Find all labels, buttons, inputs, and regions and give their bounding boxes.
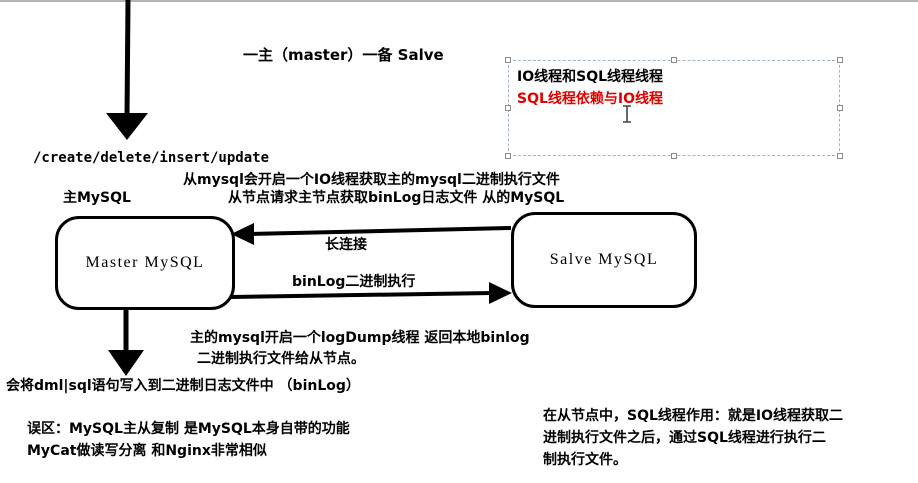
label-binlog-exec: binLog二进制执行: [292, 274, 416, 290]
selection-handle[interactable]: [837, 153, 843, 159]
selection-handle[interactable]: [837, 57, 843, 63]
arrow-master-down: [108, 306, 144, 376]
annotation-line-io-sql: IO线程和SQL线程线程: [517, 69, 664, 85]
annotation-line-sql-depends: SQL线程依赖与IO线程: [517, 91, 664, 107]
selection-handle[interactable]: [505, 57, 511, 63]
heading-master-slave: 一主（master）一备 Salve: [243, 46, 444, 64]
note-logdump-line1: 主的mysql开启一个logDump线程 返回本地binlog: [190, 330, 530, 346]
node-slave-mysql[interactable]: Salve MySQL: [511, 212, 697, 308]
note-io-thread-line2: 从节点请求主节点获取binLog日志文件 从的MySQL: [228, 190, 565, 206]
note-io-thread-line1: 从mysql会开启一个IO线程获取主的mysql二进制执行文件: [183, 172, 560, 188]
selection-handle[interactable]: [505, 153, 511, 159]
i-beam-cursor-icon: [621, 105, 633, 127]
selection-handle[interactable]: [505, 105, 511, 111]
annotation-textbox[interactable]: IO线程和SQL线程线程 SQL线程依赖与IO线程: [505, 57, 843, 159]
node-master-mysql[interactable]: Master MySQL: [55, 216, 235, 310]
note-logdump-line2: 二进制执行文件给从节点。: [197, 351, 365, 367]
top-divider: [0, 0, 918, 2]
arrow-slave-to-master: [231, 223, 512, 245]
selection-handle[interactable]: [671, 153, 677, 159]
note-sql-thread-line3: 制执行文件。: [543, 452, 627, 468]
note-sql-thread-line2: 进制执行文件之后，通过SQL线程进行执行二: [543, 430, 826, 446]
note-misconception-line2: MyCat做读写分离 和Nginx非常相似: [27, 443, 267, 459]
note-dml-binlog: 会将dml|sql语句写入到二进制日志文件中 （binLog）: [6, 378, 360, 394]
label-crud-operations: /create/delete/insert/update: [33, 150, 270, 166]
label-master-mysql-tag: 主MySQL: [63, 190, 131, 206]
node-master-label: Master MySQL: [85, 254, 205, 271]
label-long-connection: 长连接: [325, 237, 367, 253]
note-misconception-line1: 误区：MySQL主从复制 是MySQL本身自带的功能: [27, 421, 350, 437]
selection-handle[interactable]: [837, 105, 843, 111]
note-sql-thread-line1: 在从节点中，SQL线程作用：就是IO线程获取二: [543, 408, 844, 424]
arrow-top-down: [106, 0, 148, 140]
node-slave-label: Salve MySQL: [549, 251, 659, 268]
selection-handle[interactable]: [671, 57, 677, 63]
